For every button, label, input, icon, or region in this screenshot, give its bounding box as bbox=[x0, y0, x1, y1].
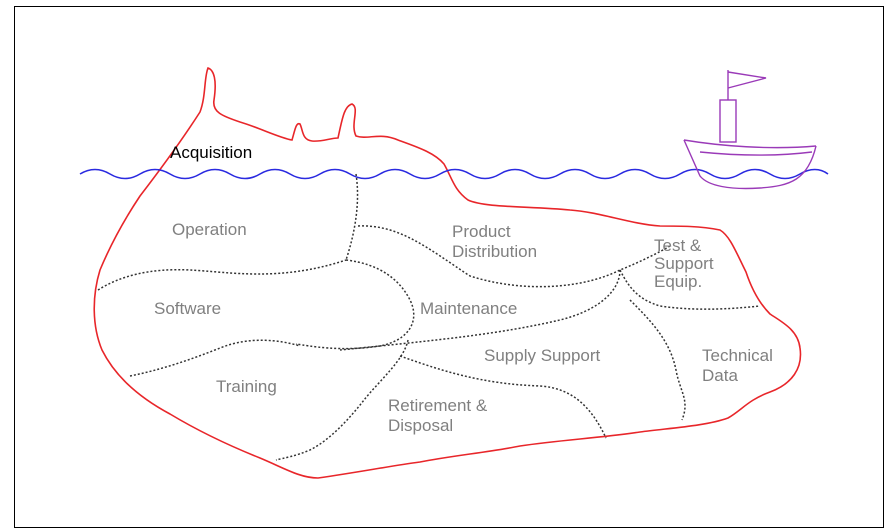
label-test-support-equip: Test & Support Equip. bbox=[654, 236, 714, 291]
ship-icon bbox=[683, 70, 817, 190]
label-training: Training bbox=[216, 377, 277, 396]
label-technical-data: Technical Data bbox=[702, 346, 773, 385]
divider-supply-retirement bbox=[399, 355, 607, 439]
label-acquisition: Acquisition bbox=[170, 143, 253, 162]
label-maintenance: Maintenance bbox=[420, 299, 518, 318]
label-retirement-disposal: Retirement & Disposal bbox=[388, 396, 488, 435]
label-software: Software bbox=[154, 299, 222, 318]
divider-supply-technical bbox=[629, 299, 686, 421]
divider-maintenance-left bbox=[295, 259, 415, 350]
iceberg-outline bbox=[93, 67, 802, 479]
divider-test-equip bbox=[619, 269, 761, 310]
divider-maintenance-right bbox=[339, 269, 621, 351]
label-supply-support: Supply Support bbox=[484, 346, 601, 365]
divider-software-top bbox=[97, 259, 347, 291]
diagram-frame bbox=[14, 6, 884, 528]
region-dividers bbox=[97, 173, 761, 461]
divider-training-retirement bbox=[275, 339, 409, 461]
label-operation: Operation bbox=[172, 220, 247, 239]
label-product-distribution: Product Distribution bbox=[452, 222, 538, 261]
water-line bbox=[79, 168, 829, 180]
divider-distribution-bottom bbox=[357, 225, 671, 288]
divider-operation-distribution bbox=[345, 173, 359, 261]
divider-training-top bbox=[129, 339, 301, 377]
